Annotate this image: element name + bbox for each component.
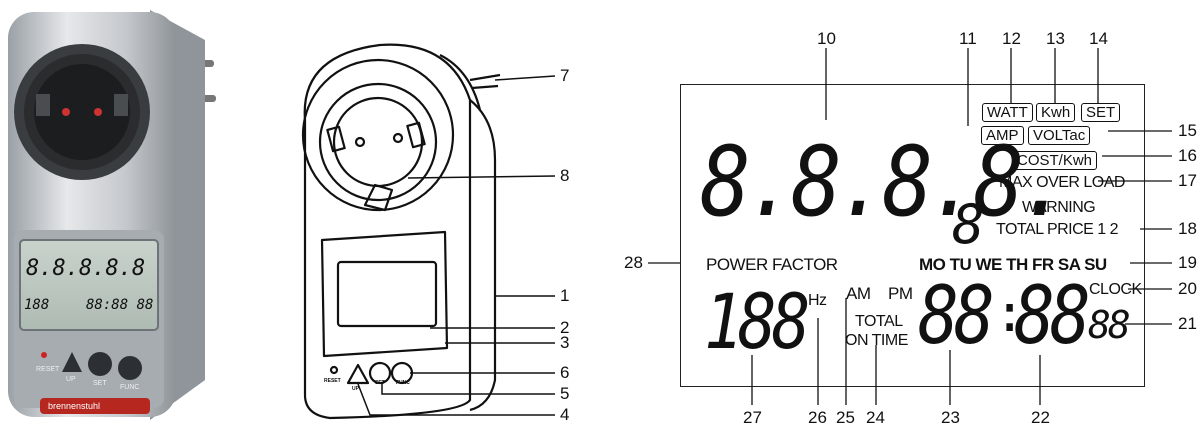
lcd-total-label: TOTAL [855,313,903,330]
set-label-photo: SET [93,380,107,387]
callout-27: 27 [743,408,762,427]
callout-4: 4 [560,405,570,424]
callout-19: 19 [1178,253,1197,272]
func-label-photo: FUNC [120,384,140,391]
lcd-power-factor: POWER FACTOR [706,255,838,274]
callout-6: 6 [560,363,570,382]
lcd-main-digits: 8.8.8.8. [700,126,1070,238]
lcd-am-label: AM [846,284,871,303]
lcd-clock-colon: : [994,284,1026,344]
callout-20: 20 [1178,279,1197,298]
callout-5: 5 [560,384,570,403]
lcd-seconds-digits: 88 [1088,303,1131,347]
callout-10: 10 [817,29,836,48]
lcd-amp-label: AMP [981,126,1024,145]
callout-24: 24 [866,408,885,427]
callout-25: 25 [836,408,855,427]
callout-13: 13 [1046,29,1065,48]
lcd-set-label: SET [1081,103,1121,122]
callout-3: 3 [560,333,570,352]
callout-26: 26 [808,408,827,427]
callout-14: 14 [1089,29,1108,48]
callout-1: 1 [560,286,570,305]
callout-11: 11 [959,29,977,48]
callout-2: 2 [560,318,570,337]
brand-label: brennenstuhl [48,401,101,411]
lcd-watt-label: WATT [982,103,1033,122]
energy-meter-body-graphic [8,10,216,420]
drawing-reset-label: RESET [324,378,341,384]
drawing-func-label: FUNC [396,380,410,386]
up-label-photo: UP [66,376,76,383]
lcd-kwh-label: Kwh [1036,103,1076,122]
lcd-voltac-label: VOLTac [1028,126,1091,145]
lcd-clock-hours: 88 [918,269,995,362]
energy-meter-photo: 8.8.8.8.8 188 88:88 88 RESET UP SET FUNC… [0,0,250,427]
lcd-pm-label: PM [888,284,913,303]
callout-28: 28 [624,253,643,272]
drawing-set-label: SET [375,380,385,386]
lcd-panel [680,84,1145,387]
lcd-day-row: MO TU WE TH FR SA SU [919,255,1107,274]
callout-17: 17 [1178,171,1197,190]
mini-lcd-bottom-left: 188 [24,297,50,313]
lcd-hz-label: Hz [808,292,827,309]
callout-16: 16 [1178,146,1197,165]
callout-21: 21 [1178,314,1197,333]
drawing-up-label: UP [352,386,359,392]
callout-7: 7 [560,66,570,85]
callout-8: 8 [560,166,570,185]
lcd-clock-label: CLOCK [1089,281,1142,298]
lcd-warning: WARNING [1022,199,1096,216]
lcd-max-overload: MAX OVER LOAD [999,174,1125,191]
mini-lcd-bottom-right: 88:88 88 [86,297,154,313]
lcd-power-factor-digits: 188 [704,277,811,366]
reset-label-photo: RESET [36,366,60,373]
lcd-clock-minutes: 88 [1014,269,1091,362]
callout-18: 18 [1178,219,1197,238]
callout-15: 15 [1178,121,1197,140]
lcd-on-time-label: ON TIME [845,332,908,349]
mini-lcd-main: 8.8.8.8.8 [26,256,146,281]
lcd-total-price: TOTAL PRICE 1 2 [996,221,1119,238]
callout-22: 22 [1031,408,1050,427]
lcd-small-digit: 8 [952,193,985,256]
callout-23: 23 [941,408,960,427]
lcd-cost-kwh-label: COST/Kwh [1012,151,1098,170]
callout-12: 12 [1002,29,1021,48]
